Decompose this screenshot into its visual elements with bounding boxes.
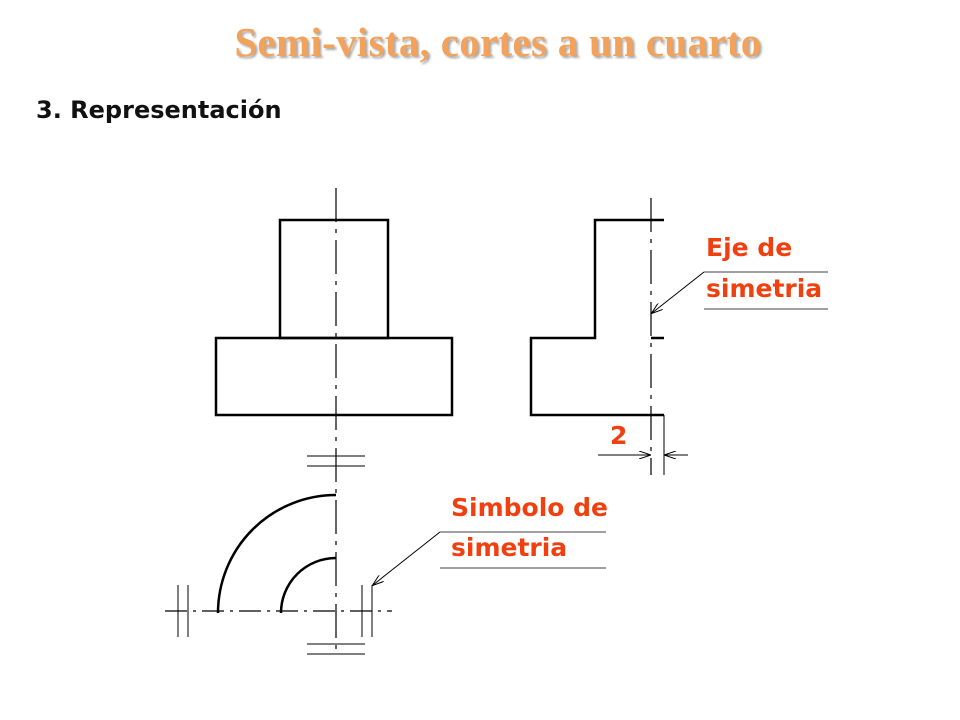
full-view-base-block — [214, 336, 454, 417]
inner-arc — [279, 556, 337, 614]
dimension-value: 2 — [610, 421, 627, 450]
symbol-label-line-2: simetria — [451, 533, 567, 562]
axis-leader-line — [652, 271, 705, 313]
symbol-leader-line — [373, 531, 441, 585]
half-view-outline — [529, 218, 664, 417]
slide-title: Semi-vista, cortes a un cuarto — [234, 19, 762, 65]
dimension-2 — [598, 415, 688, 475]
symbol-leader — [373, 531, 606, 585]
half-view — [529, 198, 664, 475]
axis-label-line-2: simetria — [706, 274, 822, 303]
outer-arc — [216, 493, 337, 614]
axis-leader — [652, 271, 828, 313]
axis-label-line-1: Eje de — [706, 233, 792, 262]
full-view — [214, 188, 454, 655]
symbol-label-line-1: Simbolo de — [451, 493, 608, 522]
full-view-top-block — [278, 218, 390, 340]
quarter-view — [165, 455, 392, 655]
section-heading: 3. Representación — [36, 96, 282, 124]
